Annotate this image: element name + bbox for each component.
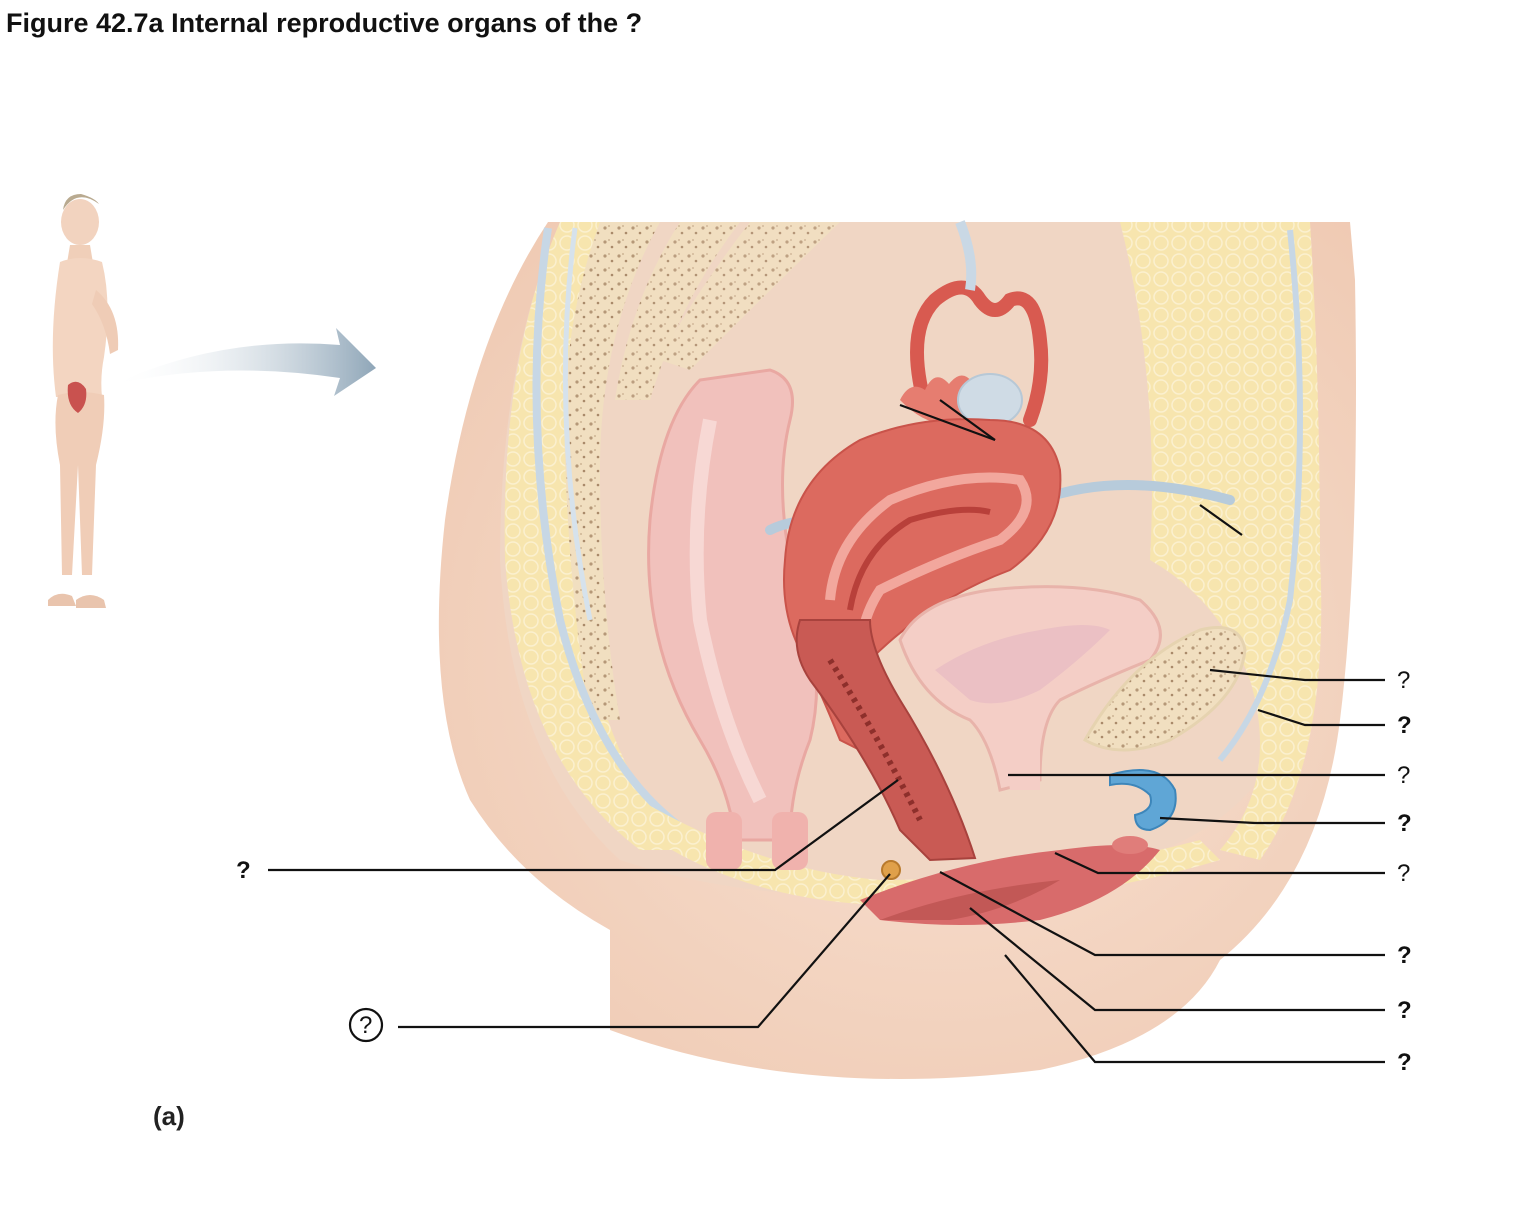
label-left-1[interactable]: ? — [236, 857, 251, 884]
label-right-2[interactable]: ? — [1397, 712, 1412, 739]
oviduct-shape — [910, 280, 1049, 427]
label-right-3[interactable]: ? — [1397, 762, 1410, 789]
standing-figure-illustration — [48, 194, 119, 608]
pubic-bone-shape — [1082, 626, 1247, 752]
label-right-4[interactable]: ? — [1397, 810, 1412, 837]
label-right-6[interactable]: ? — [1397, 942, 1412, 969]
label-right-7[interactable]: ? — [1397, 997, 1412, 1024]
zoom-arrow — [112, 328, 376, 396]
figure-title: Figure 42.7a Internal reproductive organ… — [6, 8, 643, 38]
leader-lines — [268, 399, 1385, 1064]
label-left-circled[interactable]: ? — [359, 1012, 372, 1039]
part-label: (a) — [153, 1101, 185, 1131]
circled-label-ring — [348, 1007, 384, 1043]
label-right-5[interactable]: ? — [1397, 860, 1410, 887]
label-right-8[interactable]: ? — [1397, 1049, 1412, 1076]
label-right-1[interactable]: ? — [1397, 667, 1410, 694]
pelvic-cross-section — [438, 220, 1356, 1079]
vagina-shape — [795, 619, 977, 862]
